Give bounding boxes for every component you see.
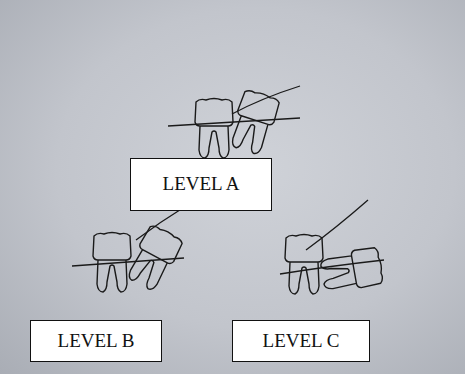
level-label: LEVEL C <box>263 331 340 352</box>
level-a-teeth <box>168 86 300 158</box>
level-label-box: LEVEL A <box>130 158 272 211</box>
level-label: LEVEL B <box>58 331 135 352</box>
level-b-teeth <box>72 206 186 293</box>
level-label: LEVEL A <box>163 174 240 195</box>
level-label-box: LEVEL C <box>232 320 370 362</box>
level-label-box: LEVEL B <box>30 320 162 362</box>
level-c-teeth <box>280 200 384 294</box>
